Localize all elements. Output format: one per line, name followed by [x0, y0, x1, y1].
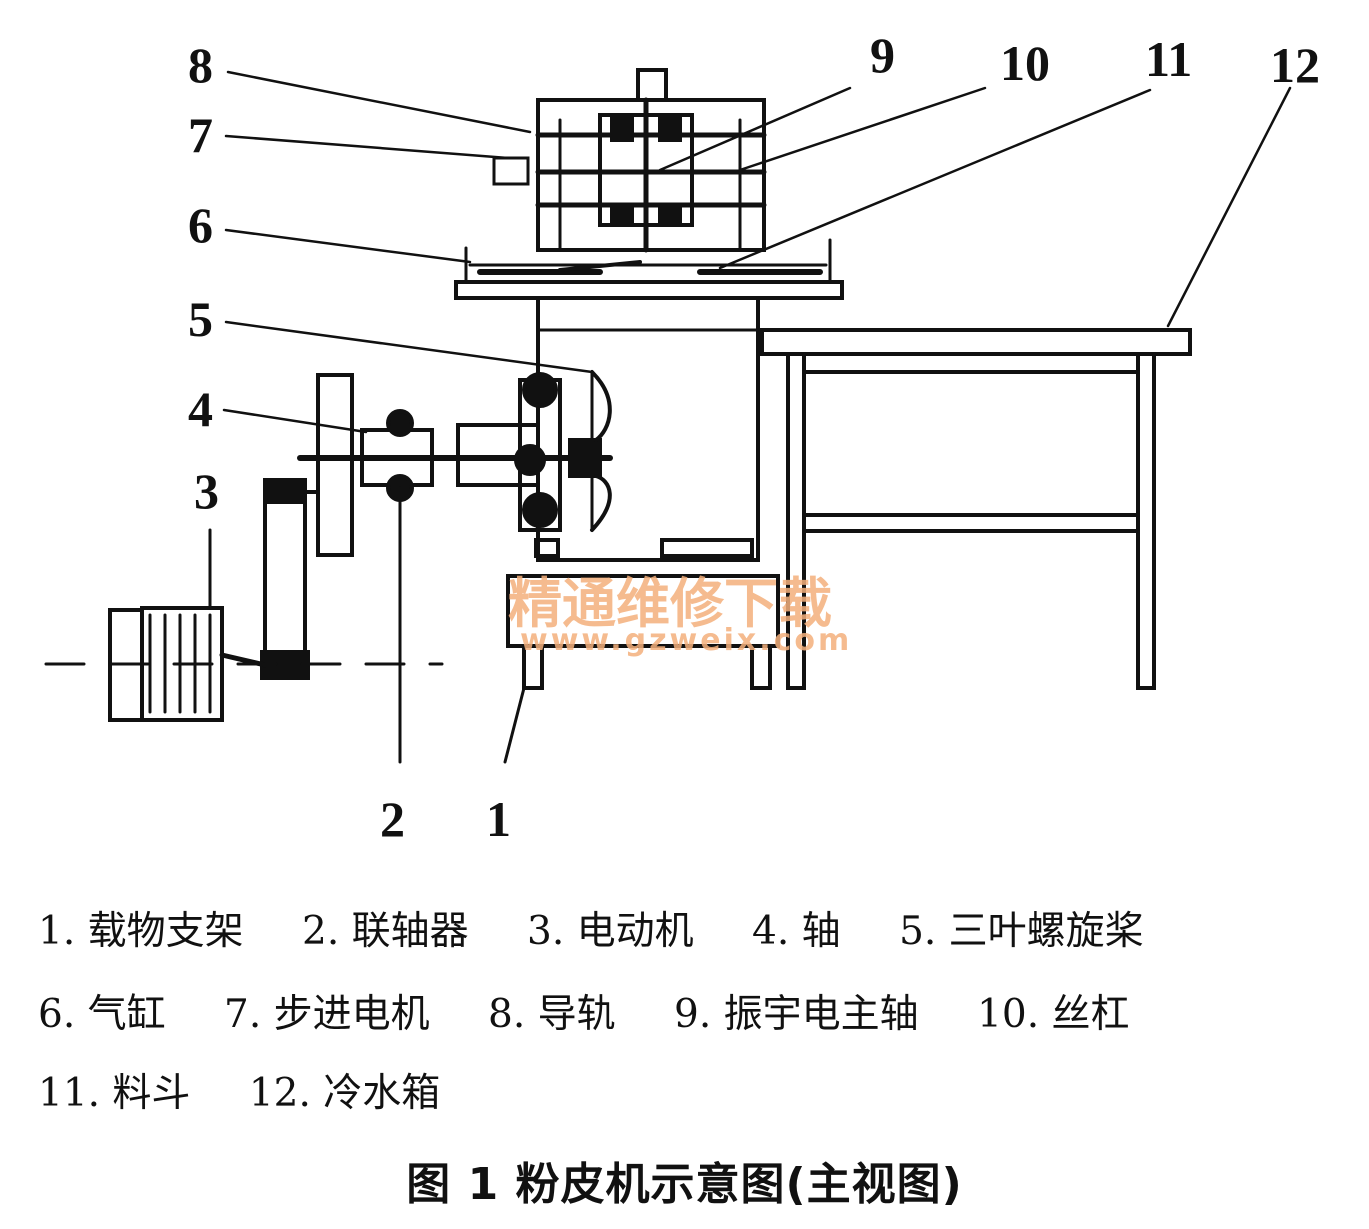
main-body: [536, 296, 760, 562]
label-7: 7: [188, 107, 213, 163]
label-6: 6: [188, 197, 213, 253]
legend-item: 4. 轴: [752, 909, 841, 954]
legend-row-2: 6. 气缸 7. 步进电机 8. 导轨 9. 振宇电主轴 10. 丝杠: [38, 995, 1348, 1035]
legend-item: 6. 气缸: [38, 992, 166, 1037]
legend-row-3: 11. 料斗 12. 冷水箱: [38, 1074, 1348, 1114]
label-3: 3: [194, 463, 219, 519]
support-stand: [503, 538, 780, 764]
legend-item: 5. 三叶螺旋桨: [899, 909, 1144, 954]
legend-item: 2. 联轴器: [302, 909, 469, 954]
watermark-cn: 精通维修下载: [508, 572, 832, 635]
legend-item: 11. 料斗: [38, 1071, 191, 1116]
cooling-tank-table: [760, 328, 1192, 690]
watermark-url: www.gzweix.com: [520, 623, 852, 658]
propeller-assembly: [297, 370, 613, 532]
legend-item: 3. 电动机: [527, 909, 694, 954]
label-9: 9: [870, 27, 895, 83]
stepper-motor: [492, 156, 530, 186]
mount-plate: [316, 373, 354, 557]
legend-item: 1. 载物支架: [38, 909, 244, 954]
legend-item: 8. 导轨: [488, 992, 616, 1037]
label-1: 1: [486, 791, 511, 847]
label-12: 12: [1270, 37, 1320, 93]
belt-drive: [260, 478, 320, 680]
label-8: 8: [188, 37, 213, 93]
label-5: 5: [188, 291, 213, 347]
legend-item: 9. 振宇电主轴: [674, 992, 919, 1037]
label-11: 11: [1145, 31, 1192, 87]
label-10: 10: [1000, 35, 1050, 91]
label-4: 4: [188, 381, 213, 437]
electric-motor: [44, 528, 444, 722]
label-2: 2: [380, 791, 405, 847]
legend-item: 7. 步进电机: [224, 992, 430, 1037]
legend-item: 12. 冷水箱: [248, 1071, 441, 1116]
coupling: [360, 409, 434, 764]
figure-caption: 图 1 粉皮机示意图(主视图): [406, 1159, 963, 1210]
spindle-assembly: [598, 68, 694, 253]
legend-row-1: 1. 载物支架 2. 联轴器 3. 电动机 4. 轴 5. 三叶螺旋桨: [38, 912, 1348, 952]
leader-lines: [222, 70, 1292, 434]
upper-frame: [535, 98, 767, 252]
legend-item: 10. 丝杠: [977, 992, 1130, 1037]
